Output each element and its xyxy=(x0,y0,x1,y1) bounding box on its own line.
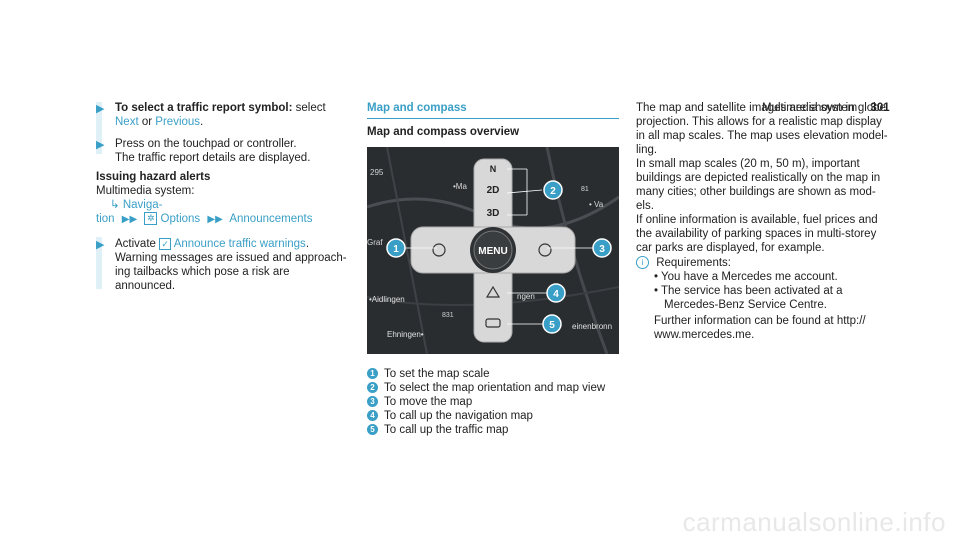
map-label: Graf xyxy=(367,238,383,247)
section-subtitle: Map and compass overview xyxy=(367,126,520,138)
requirements-title: i Requirements: xyxy=(636,256,906,270)
zoom-icon xyxy=(432,243,446,257)
checkbox-icon: ✓ xyxy=(159,237,172,250)
crosshair-icon xyxy=(538,243,552,257)
traffic-icon xyxy=(485,318,501,328)
chevron-right-icon: ▶▶ xyxy=(121,214,138,225)
list-item: • You have a Mercedes me account. xyxy=(654,271,838,283)
step-arrow-icon: ▶ xyxy=(96,103,105,115)
north-label: N xyxy=(490,164,497,174)
menu-button: MENU xyxy=(478,246,507,257)
running-header: Multimedia system 301 xyxy=(762,101,890,115)
step-bar-1 xyxy=(96,102,102,154)
section-title: Map and compass xyxy=(367,102,467,114)
map-label: einenbronn xyxy=(572,322,612,331)
watermark: carmanualsonline.info xyxy=(682,507,946,537)
step-select-traffic-symbol: To select a traffic report symbol: selec… xyxy=(115,102,326,128)
page-number: 301 xyxy=(870,102,890,114)
map-label: 295 xyxy=(370,168,384,177)
view-2d-label: 2D xyxy=(487,185,500,196)
further-info: Further information can be found at http… xyxy=(654,315,866,341)
info-icon: i xyxy=(636,256,649,270)
requirements-list: • You have a Mercedes me account. • The … xyxy=(654,270,906,312)
gear-icon: ✲ xyxy=(144,212,158,226)
hazard-path: Multimedia system: ↳ Naviga- tion ▶▶ ✲ O… xyxy=(96,185,313,226)
controller-image: 295 •Ma Graf • Va 81 •Aidlingen Ehningen… xyxy=(367,147,619,354)
header-section: Multimedia system xyxy=(762,102,858,114)
previous-link[interactable]: Previous xyxy=(155,116,201,128)
return-arrow-icon: ↳ xyxy=(110,199,120,211)
hazard-title: Issuing hazard alerts xyxy=(96,171,211,183)
next-link[interactable]: Next xyxy=(115,116,139,128)
map-description: The map and satellite images are shown i… xyxy=(636,101,906,342)
announce-traffic-warnings-link[interactable]: Announce traffic warnings xyxy=(173,238,306,250)
section-rule xyxy=(367,118,619,119)
svg-text:3: 3 xyxy=(599,244,605,255)
map-label: •Aidlingen xyxy=(369,295,405,304)
step-arrow-icon: ▶ xyxy=(96,139,105,151)
step-activate-warnings: Activate ✓ Announce traffic warnings. Wa… xyxy=(115,237,347,292)
callout-2: 2 xyxy=(543,180,563,200)
callout-3: 3 xyxy=(592,238,612,258)
map-label: Ehningen• xyxy=(387,330,424,339)
map-label: 831 xyxy=(442,312,454,319)
map-label: 81 xyxy=(581,186,589,193)
svg-text:1: 1 xyxy=(393,244,399,255)
callout-5: 5 xyxy=(542,314,562,334)
list-item: Mercedes-Benz Service Centre. xyxy=(664,299,827,311)
callout-4: 4 xyxy=(546,283,566,303)
view-3d-label: 3D xyxy=(487,208,500,219)
svg-text:4: 4 xyxy=(553,289,559,300)
step-arrow-icon: ▶ xyxy=(96,239,105,251)
list-item: • The service has been activated at a xyxy=(654,285,843,297)
step-press-touchpad: Press on the touchpad or controller. The… xyxy=(115,138,311,164)
svg-text:5: 5 xyxy=(549,320,555,331)
chevron-right-icon: ▶▶ xyxy=(207,214,223,225)
callout-1: 1 xyxy=(386,238,406,258)
map-label: •Ma xyxy=(453,182,467,191)
map-label: • Va xyxy=(589,200,604,209)
map-label: ngen xyxy=(517,292,535,301)
step-bar-3 xyxy=(96,237,102,289)
map-icon xyxy=(485,285,501,298)
svg-text:2: 2 xyxy=(550,186,556,197)
